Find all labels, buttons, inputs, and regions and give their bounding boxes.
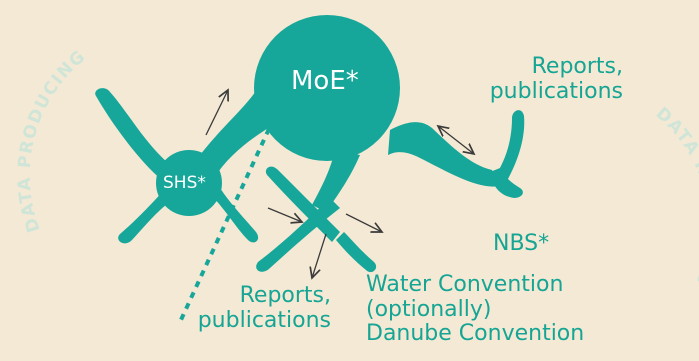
- shs-label: SHS*: [163, 173, 206, 193]
- conventions-line-3: Danube Convention: [366, 321, 585, 347]
- data-reporting-text: DATA REPORTING: [652, 104, 699, 289]
- arrow-moe-nbs-bidirectional: [438, 126, 474, 154]
- nbs-label: NBS*: [493, 231, 550, 256]
- arrow-cross-to-reports: [312, 233, 327, 278]
- cross-arm-3: [336, 232, 377, 273]
- reports-top-label: Reports, publications: [488, 54, 623, 104]
- reports-top-line-1: Reports,: [531, 54, 623, 79]
- reports-bottom-label: Reports, publications: [187, 283, 331, 333]
- conventions-label: Water Convention (optionally) Danube Con…: [366, 272, 585, 347]
- arrow-shs-to-moe: [205, 90, 228, 136]
- conventions-line-1: Water Convention: [366, 272, 564, 297]
- data-producing-arc-label: DATA PRODUCING: [15, 46, 91, 235]
- reports-top-line-2: publications: [489, 78, 623, 104]
- data-reporting-arc-label: DATA REPORTING: [652, 104, 699, 289]
- shs-tendril-upper-left: [95, 88, 174, 180]
- arrow-shs-to-cross: [267, 207, 302, 222]
- svg-text:DATA REPORTING: DATA REPORTING: [652, 104, 699, 289]
- svg-text:DATA PRODUCING: DATA PRODUCING: [15, 46, 91, 235]
- reports-bottom-line-1: Reports,: [239, 283, 331, 308]
- arrow-cross-to-conventions: [345, 213, 382, 232]
- conventions-line-2: (optionally): [366, 296, 492, 322]
- reports-bottom-line-2: publications: [197, 307, 331, 333]
- moe-neck-down: [312, 150, 360, 212]
- arrows: [205, 90, 474, 278]
- dashed-link: [178, 117, 276, 323]
- shs-node: [156, 150, 222, 216]
- moe-node: [254, 15, 400, 161]
- cross-arm-2: [256, 198, 340, 272]
- blob-shapes: [95, 15, 525, 273]
- shs-tendril-lower-left: [118, 190, 172, 244]
- nbs-stem: [494, 110, 525, 186]
- data-producing-text: DATA PRODUCING: [15, 46, 89, 235]
- shs-tendril-lower-right: [210, 188, 259, 243]
- moe-neck-right: [388, 122, 500, 187]
- moe-label: MoE*: [291, 66, 359, 96]
- cross-arm-1: [265, 166, 340, 242]
